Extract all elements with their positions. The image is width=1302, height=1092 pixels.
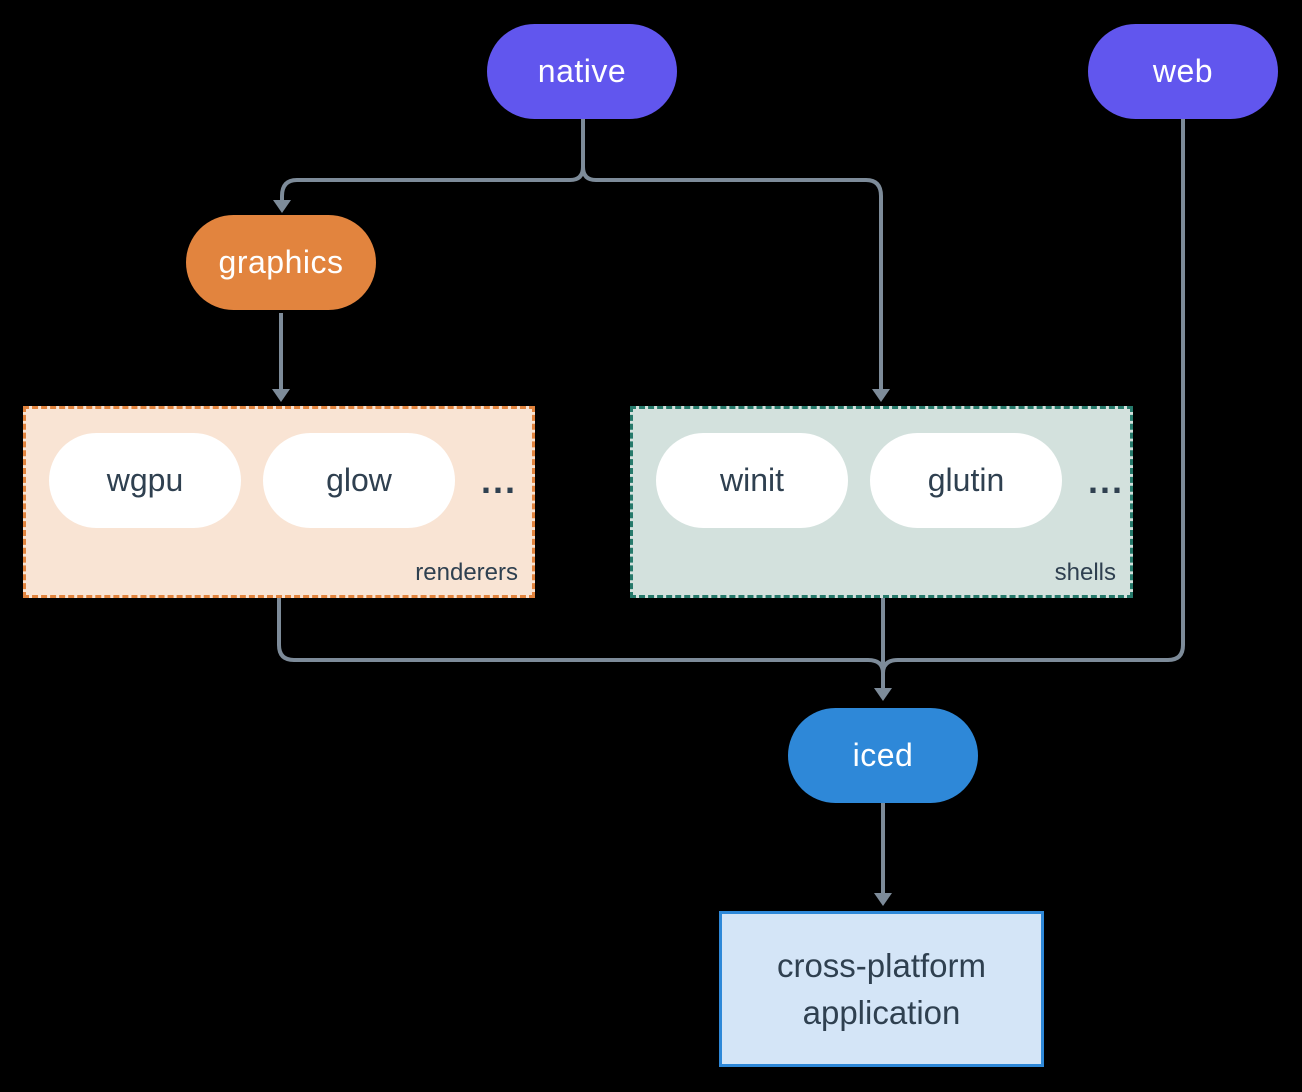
renderers-ellipsis: ... xyxy=(481,459,518,501)
arrowhead-app xyxy=(874,893,892,906)
node-wgpu-label: wgpu xyxy=(106,462,184,498)
app-label-line1: cross-platform xyxy=(776,947,987,984)
shells-group-label: shells xyxy=(1054,559,1116,586)
arrowhead-graphics xyxy=(273,200,291,213)
renderers-group-label: renderers xyxy=(415,559,518,586)
edge-native-to-shells xyxy=(581,166,883,389)
node-cross-platform-application: cross-platform application xyxy=(719,911,1044,1067)
node-glutin: glutin xyxy=(870,433,1062,528)
shells-ellipsis: ... xyxy=(1088,459,1125,501)
node-winit: winit xyxy=(656,433,848,528)
node-iced-label: iced xyxy=(852,737,914,773)
arrowhead-iced xyxy=(874,688,892,701)
renderers-pill-row: wgpu glow ... xyxy=(26,409,532,528)
arrowhead-renderers xyxy=(272,389,290,402)
edge-native-to-graphics xyxy=(280,166,585,200)
node-web-label: web xyxy=(1152,53,1214,89)
arrowhead-shells xyxy=(872,389,890,402)
node-winit-label: winit xyxy=(719,462,784,498)
node-native-label: native xyxy=(537,53,627,89)
node-graphics-label: graphics xyxy=(218,244,344,280)
node-glow-label: glow xyxy=(326,462,392,498)
node-wgpu: wgpu xyxy=(49,433,241,528)
node-glutin-label: glutin xyxy=(927,462,1005,498)
shells-pill-row: winit glutin ... xyxy=(633,409,1130,528)
node-native: native xyxy=(487,24,677,119)
node-graphics: graphics xyxy=(186,215,376,310)
edge-renderers-to-iced xyxy=(277,598,885,674)
node-web: web xyxy=(1088,24,1278,119)
node-glow: glow xyxy=(263,433,455,528)
app-label-line2: application xyxy=(802,994,961,1031)
group-shells: winit glutin ... shells xyxy=(630,406,1133,598)
node-iced: iced xyxy=(788,708,978,803)
group-renderers: wgpu glow ... renderers xyxy=(23,406,535,598)
